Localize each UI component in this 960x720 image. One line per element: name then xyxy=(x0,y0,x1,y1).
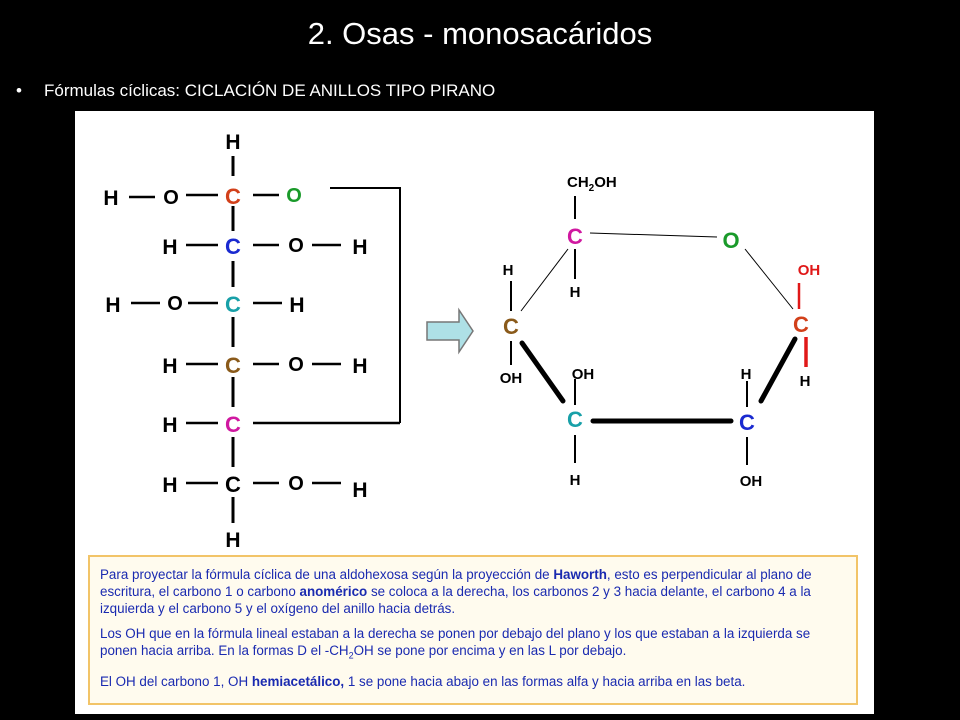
haworth-c2: C xyxy=(739,410,755,435)
fischer-r6-right-o: O xyxy=(288,473,304,495)
haworth-c3-h: H xyxy=(570,472,581,489)
fischer-c5: C xyxy=(225,412,241,437)
haworth-c5-h: H xyxy=(570,284,581,301)
diagram-svg: H H O C O H C O H H O C H H C O H H C xyxy=(103,131,821,551)
haworth-ring-o: O xyxy=(722,228,739,253)
fischer-c4: C xyxy=(225,353,241,378)
fischer-r1-left-o: O xyxy=(163,187,179,209)
fischer-c2: C xyxy=(225,234,241,259)
fischer-r2-left-h: H xyxy=(162,236,177,259)
haworth-c1: C xyxy=(793,312,809,337)
fischer-r3-left-o: O xyxy=(167,293,183,315)
haworth-c2-oh: OH xyxy=(740,473,763,490)
fischer-c3: C xyxy=(225,292,241,317)
fischer-bottom-h: H xyxy=(225,529,240,551)
explanation-paragraph-3: El OH del carbono 1, OH hemiacetálico, 1… xyxy=(100,673,746,689)
fischer-r2-right-h: H xyxy=(352,236,367,259)
slide-title: 2. Osas - monosacáridos xyxy=(307,16,653,51)
explanation-paragraph-1: Para proyectar la fórmula cíclica de una… xyxy=(100,567,812,616)
haworth-c4-h: H xyxy=(503,262,514,279)
haworth-c3-oh: OH xyxy=(572,366,595,383)
transform-arrow xyxy=(426,307,474,355)
fischer-r2-right-o: O xyxy=(288,235,304,257)
diagram-panel: H H O C O H C O H H O C H H C O H H C xyxy=(75,111,874,714)
haworth-c4: C xyxy=(503,314,519,339)
fischer-c6: C xyxy=(225,472,241,497)
fischer-projection: H H O C O H C O H H O C H H C O H H C xyxy=(103,131,401,551)
fischer-r4-left-h: H xyxy=(162,355,177,378)
fischer-r4-right-h: H xyxy=(352,355,367,378)
fischer-r5-left-h: H xyxy=(162,414,177,437)
haworth-c4-oh: OH xyxy=(500,370,523,387)
fischer-r6-right-h: H xyxy=(352,479,367,502)
subtitle-text: Fórmulas cíclicas: CICLACIÓN DE ANILLOS … xyxy=(44,81,496,100)
fischer-r3-right-h: H xyxy=(289,294,304,317)
haworth-c2-h: H xyxy=(741,366,752,383)
haworth-c3: C xyxy=(567,407,583,432)
haworth-c1-oh: OH xyxy=(798,262,821,279)
fischer-r1-left-h: H xyxy=(103,187,118,210)
fischer-r1-ring-o: O xyxy=(286,185,302,207)
explanation-paragraph-2: Los OH que en la fórmula lineal estaban … xyxy=(100,626,811,661)
fischer-r3-left-h: H xyxy=(105,294,120,317)
subtitle-line: • Fórmulas cíclicas: CICLACIÓN DE ANILLOS… xyxy=(16,80,495,102)
haworth-projection: CH2OH C H O OH C H H C OH OH C H H C OH xyxy=(500,174,821,490)
haworth-c5: C xyxy=(567,224,583,249)
fischer-r6-left-h: H xyxy=(162,474,177,497)
explanation-box: Para proyectar la fórmula cíclica de una… xyxy=(88,555,858,705)
fischer-top-h: H xyxy=(225,131,240,154)
haworth-ch2oh: CH2OH xyxy=(567,174,617,194)
haworth-c1-h: H xyxy=(800,373,811,390)
fischer-c1: C xyxy=(225,184,241,209)
bullet-dot: • xyxy=(16,81,22,100)
fischer-r4-right-o: O xyxy=(288,354,304,376)
